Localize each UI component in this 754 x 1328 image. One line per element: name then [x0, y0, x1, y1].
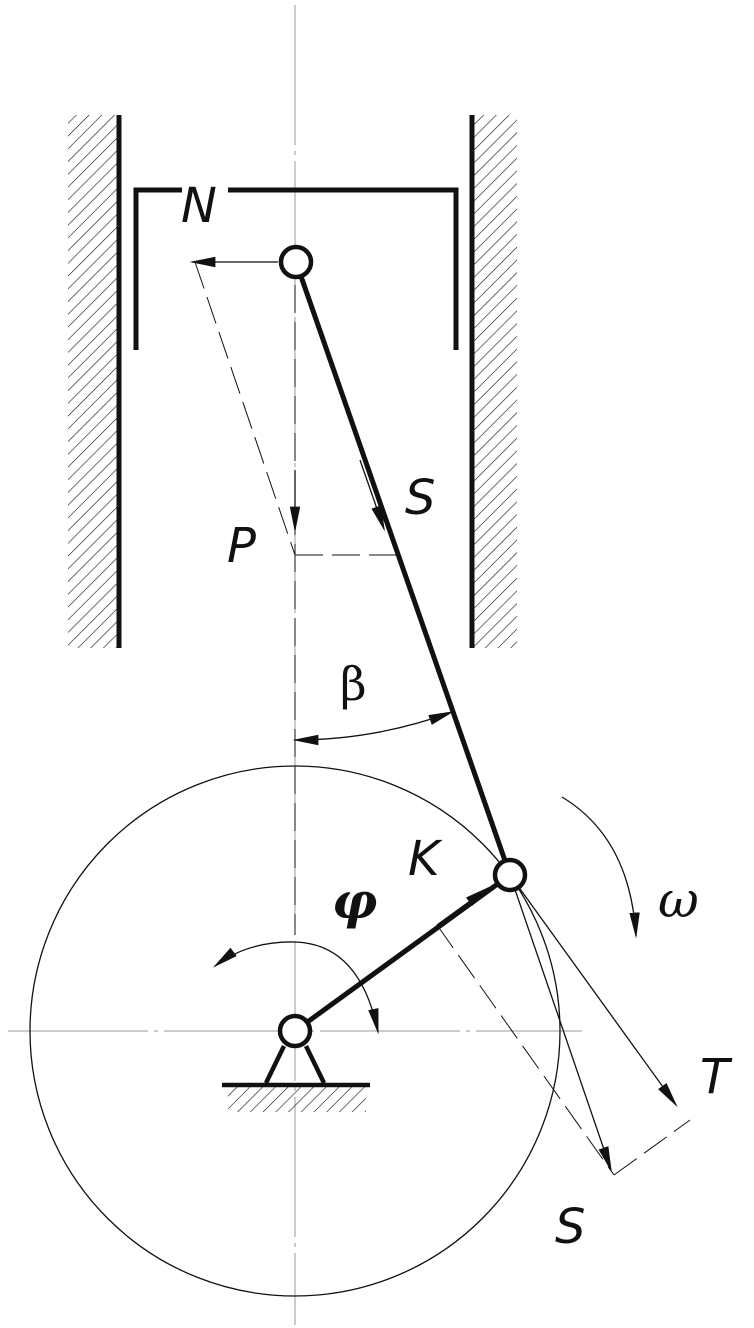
beta-angle-arc	[292, 711, 455, 746]
label-t: T	[700, 1049, 733, 1105]
crank-arm	[293, 872, 512, 1034]
support-ground-hatching	[228, 1086, 366, 1112]
right-wall-hatching	[473, 115, 517, 648]
cylinder-walls	[68, 115, 517, 648]
force-t-arrow	[509, 874, 678, 1108]
piston-pin-joint	[278, 244, 314, 280]
label-omega: ω	[658, 871, 699, 929]
phi-angle-arc	[212, 941, 379, 1035]
label-phi: φ	[332, 871, 377, 930]
force-arrows	[189, 256, 678, 1173]
force-s-bottom-arrow	[509, 874, 612, 1173]
label-s-rod: S	[405, 470, 435, 526]
label-n: N	[181, 178, 217, 234]
piston	[133, 187, 459, 350]
crank-support	[222, 1013, 370, 1112]
n-parallelogram-side	[194, 261, 296, 556]
support-leg-left	[263, 1045, 287, 1084]
label-k: K	[408, 831, 443, 887]
omega-rotation-arc	[561, 796, 640, 939]
construction-lines	[194, 261, 691, 1176]
left-wall-hatching	[68, 115, 118, 648]
crank-pin-joint	[492, 857, 528, 893]
connecting-rod	[293, 261, 513, 876]
label-s-bottom: S	[555, 1199, 585, 1255]
crank-center-joint	[277, 1013, 313, 1049]
force-k-arrow	[436, 886, 491, 926]
label-p: P	[227, 518, 256, 574]
support-leg-right	[303, 1045, 327, 1084]
label-beta: β	[340, 657, 367, 711]
s-parallelogram-side	[613, 1119, 691, 1176]
t-parallelogram-side	[436, 924, 615, 1176]
force-s-rod-arrow	[359, 459, 385, 532]
